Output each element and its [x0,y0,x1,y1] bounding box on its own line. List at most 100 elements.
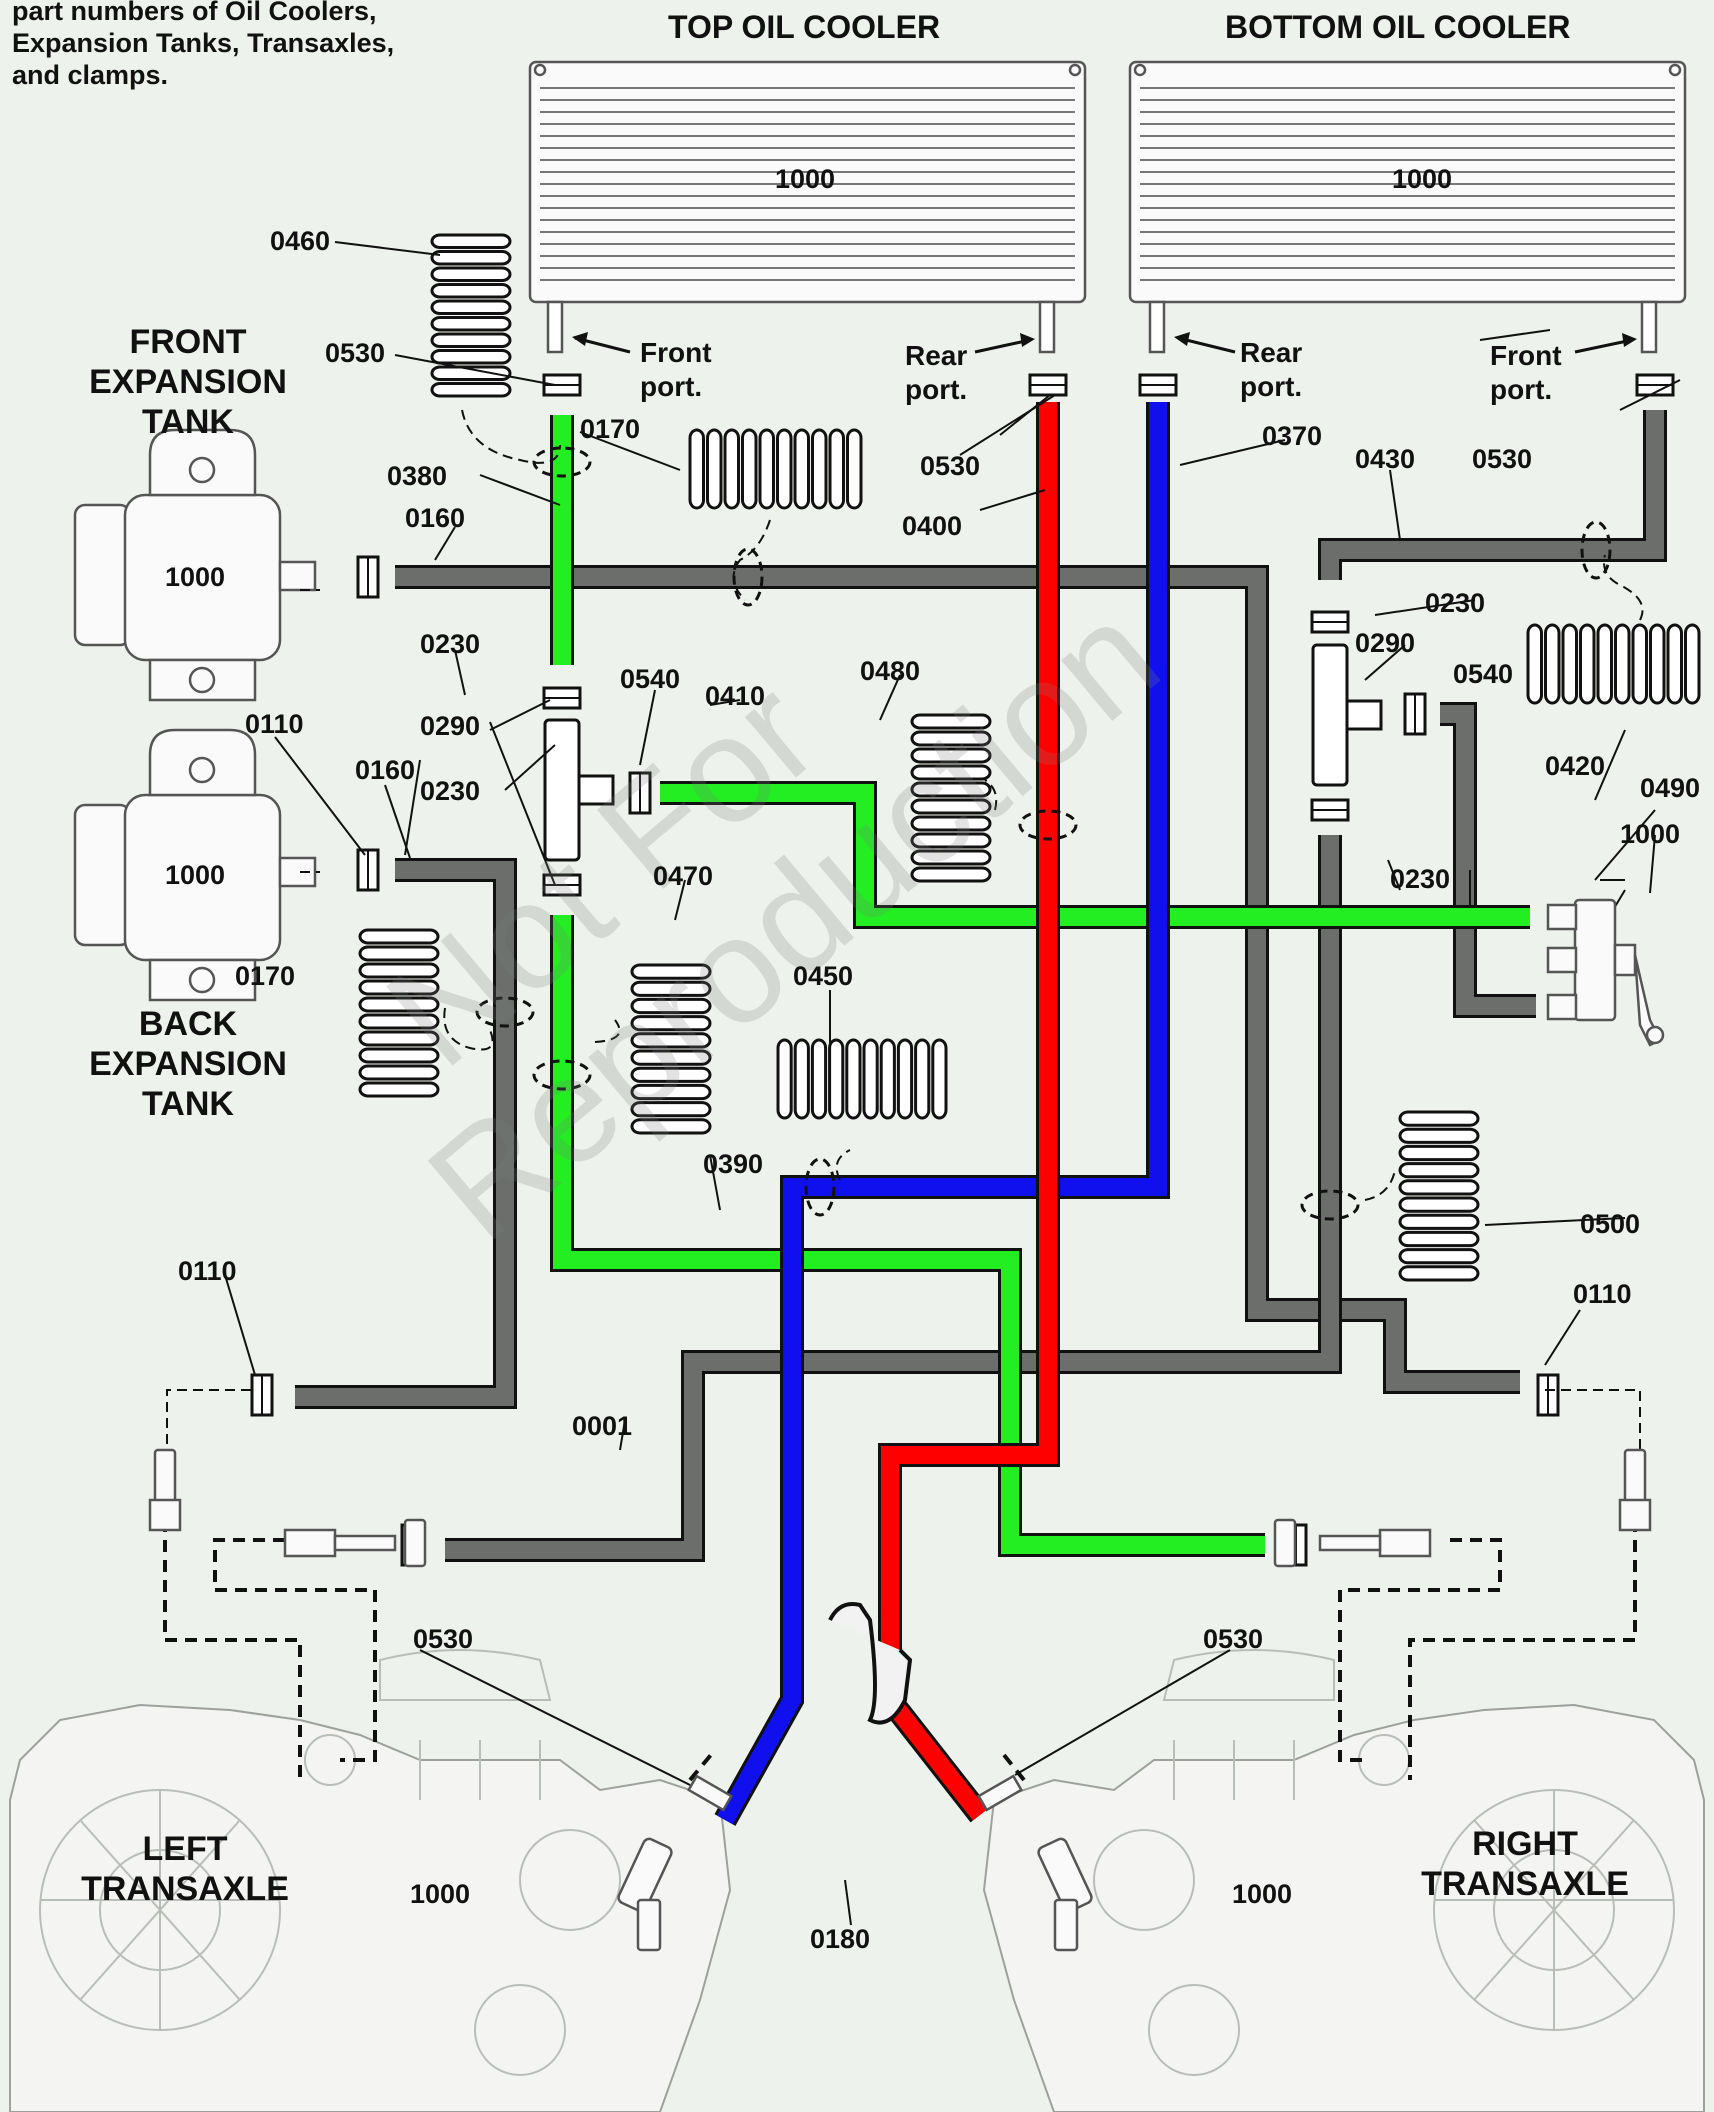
spring-clamp-0490-coil [1614,623,1631,705]
callout-0450: 0450 [793,961,853,991]
clamp-ring-0380-top [532,446,592,478]
bottom-front-port-label-1: Front [1490,340,1562,371]
spring-clamp-0460-coil [430,332,512,348]
callout-0500: 0500 [1580,1209,1640,1239]
callout-0230-upper-left: 0230 [420,629,480,659]
spring-clamp-0170-upper-coil [688,428,705,510]
clamp-ring-0001 [1300,1189,1360,1221]
callout-1000-bottom-cooler: 1000 [1392,164,1452,194]
callout-1000-front-tank: 1000 [165,562,225,592]
top-oil-cooler-title: TOP OIL COOLER [668,9,940,45]
callout-0530-bottom-front: 0530 [1472,444,1532,474]
callout-1000-left-transaxle: 1000 [410,1879,470,1909]
spring-clamp-0490-coil [1631,623,1648,705]
right-transaxle-housing [982,1649,1705,2112]
spring-clamp-0170-upper-coil [723,428,740,510]
hose-0390 [553,915,1265,1554]
callout-0530-left-transaxle: 0530 [413,1624,473,1654]
header-note: part numbers of Oil Coolers, Expansion T… [12,0,394,90]
spring-clamp-0490 [1526,623,1701,705]
spring-clamp-0480-coil [910,849,992,866]
callout-1000-right-transaxle: 1000 [1232,1879,1292,1909]
hose-0400 [881,402,1057,1821]
spring-clamp-0170-upper-coil [793,428,810,510]
spring-clamp-0490-coil [1596,623,1613,705]
hose-0400-outline [878,402,1060,1823]
callout-0460: 0460 [270,226,330,256]
callout-1000-back-tank: 1000 [165,860,225,890]
spring-clamp-0490-coil [1579,623,1596,705]
callout-0230-lower-right: 0230 [1390,864,1450,894]
spring-clamp-0170-upper-coil [828,428,845,510]
spring-clamp-0170-upper-coil [846,428,863,510]
front-tank-title-line-3: TANK [142,403,234,441]
spring-clamp-0170-upper-coil [741,428,758,510]
hose-clip [828,1602,913,1725]
callout-0180: 0180 [810,1924,870,1954]
hose-0160-back [295,861,514,1406]
spring-clamp-0470-coil [630,1049,712,1066]
header-note-line-1: part numbers of Oil Coolers, [12,0,377,26]
spring-clamp-0170-upper-coil [811,428,828,510]
front-expansion-tank-title: FRONT EXPANSION TANK [89,323,287,441]
callout-0290-left: 0290 [420,711,480,741]
spring-clamp-0480-coil [910,832,992,849]
callout-0230-upper-right: 0230 [1425,588,1485,618]
spring-clamp-0460-coil [430,316,512,332]
spring-clamp-0480 [910,713,992,883]
tee-0290-right-branch [1345,699,1383,731]
spring-clamp-0170-lower-coil [358,1047,440,1064]
spring-clamp-0450-coil [845,1038,862,1120]
spring-clamp-0450-coil [793,1038,810,1120]
leader-lines [224,241,1681,1926]
spring-clamp-0450-coil [896,1038,914,1120]
spring-clamp-0170-lower-coil [358,928,440,945]
spring-clamp-0170-lower-coil [358,1064,440,1081]
spring-clamp-0460-coil [430,382,512,398]
spring-clamp-0500-coil [1398,1179,1480,1196]
hose-0370 [717,402,1167,1825]
spring-clamp-0170-lower-coil [358,1030,440,1047]
spring-clamp-0500 [1398,1110,1480,1282]
spring-clamp-0450-coil [776,1038,793,1120]
callout-0540-right: 0540 [1453,659,1513,689]
tee-0290-right [1311,643,1349,787]
spring-clamp-0470 [630,963,712,1135]
right-transaxle-title: RIGHT TRANSAXLE [1421,1825,1629,1903]
spring-clamp-0480-coil [910,815,992,832]
callout-1000-top-cooler: 1000 [775,164,835,194]
top-front-port-label-2: port. [640,371,702,402]
callout-0290-right: 0290 [1355,628,1415,658]
spring-clamp-0500-coil [1398,1265,1480,1282]
callout-0410: 0410 [705,681,765,711]
spring-clamp-0500-coil [1398,1230,1480,1248]
bottom-oil-cooler-title: BOTTOM OIL COOLER [1225,9,1570,45]
spring-clamp-0450-coil [931,1038,948,1120]
right-transaxle-title-line-2: TRANSAXLE [1421,1865,1629,1903]
spring-clamp-0480-coil [910,781,992,798]
callout-0160-upper: 0160 [405,503,465,533]
port-arrows [572,332,1637,354]
clamp-ring-0390 [532,1059,592,1091]
callout-0170-lower: 0170 [235,961,295,991]
header-note-line-3: and clamps. [12,60,168,90]
right-transaxle-title-line-1: RIGHT [1472,1825,1578,1863]
hoses [295,402,1667,1826]
spring-clamp-0490-coil [1544,623,1561,705]
spring-clamps [358,233,1701,1282]
callout-0001: 0001 [572,1411,632,1441]
spring-clamp-0500-coil [1398,1162,1480,1179]
callout-0380: 0380 [387,461,447,491]
callout-0480: 0480 [860,656,920,686]
spring-clamp-0470-coil [630,1118,712,1135]
bottom-oil-cooler [1128,60,1687,354]
back-expansion-tank [73,728,317,1002]
left-transaxle-title: LEFT TRANSAXLE [81,1830,289,1908]
spring-clamp-0490-coil [1684,623,1701,705]
part-number-callouts: 1000 1000 1000 1000 1000 1000 1000 0460 … [165,164,1700,1954]
callout-0530-top-front: 0530 [325,338,385,368]
bottom-front-port-label-2: port. [1490,374,1552,405]
callout-0110-upper: 0110 [245,709,304,739]
spring-clamp-0500-coil [1398,1127,1480,1144]
